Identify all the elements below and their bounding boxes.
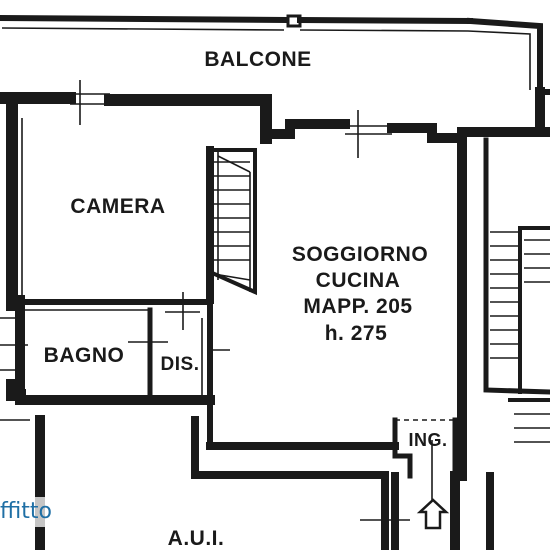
watermark-text: ffitto [0,497,56,527]
label-balcone: BALCONE [204,48,311,71]
label-bagno: BAGNO [44,344,125,367]
exterior-walls [0,87,550,481]
opening-marks [0,80,410,535]
label-aui: A.U.I. [168,527,225,550]
label-mappale: MAPP. 205 [303,295,412,318]
interior-partitions [0,146,219,449]
label-dis: DIS. [161,354,200,375]
building-staircase [483,137,550,443]
label-camera: CAMERA [70,195,165,218]
interior-staircase [207,148,257,296]
label-height: h. 275 [325,322,388,345]
common-area-walls [0,415,494,550]
label-soggiorno: SOGGIORNO [292,243,428,266]
entrance-vestibule [392,417,462,530]
balcony-railing [0,14,550,95]
label-ing: ING. [408,430,447,450]
label-cucina: CUCINA [316,269,401,292]
